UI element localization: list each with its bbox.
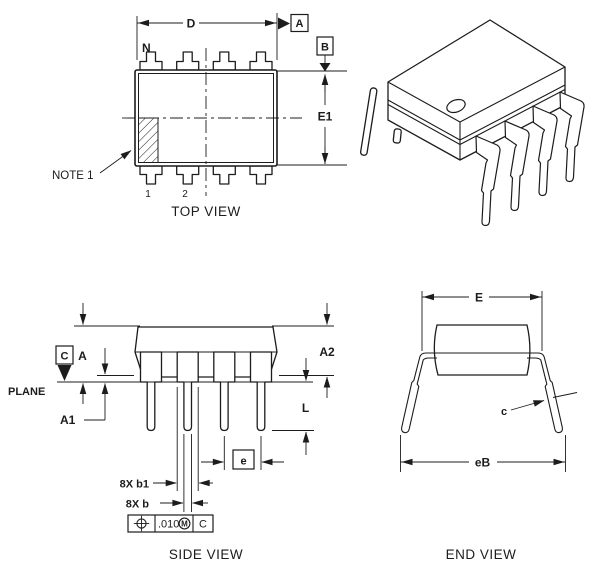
pin1-index-hatch-region [138, 117, 159, 163]
iso-left-lead [359, 87, 378, 156]
dim-e1-label: E1 [318, 110, 333, 124]
fcf-datum-letter: C [199, 519, 207, 531]
datum-a-letter: A [296, 18, 304, 30]
dim-d: D [136, 13, 278, 60]
feature-control-frame: .010 M C [127, 514, 214, 533]
dim-d-label: D [187, 17, 196, 31]
side-view: C PLANE A A1 A2 [8, 303, 335, 562]
note-1-callout: NOTE 1 [52, 150, 132, 182]
dim-e-pitch: e [201, 436, 284, 470]
side-view-title: SIDE VIEW [169, 547, 243, 562]
iso-left-lead-stub [392, 128, 402, 144]
dim-a2-label: A2 [319, 345, 335, 359]
pin1-dimple-icon [446, 98, 466, 114]
isometric-view [359, 19, 585, 227]
seating-plane-label: PLANE [8, 386, 45, 398]
dim-e: E [421, 291, 543, 351]
mmc-modifier-icon: M [178, 517, 191, 530]
pin-count-label: N [142, 41, 151, 55]
dim-a1-label: A1 [60, 413, 76, 427]
end-view-title: END VIEW [446, 547, 517, 562]
dim-a2: A2 [272, 303, 335, 398]
dim-eb-label: eB [475, 456, 491, 470]
top-view: D A B E1 N NOTE 1 [52, 13, 347, 219]
iso-body-edges [387, 66, 566, 160]
end-view: E c eB END VIEW [400, 291, 578, 562]
dim-a1: A1 [60, 348, 134, 427]
fcf-modifier-letter: M [181, 520, 188, 529]
dim-a-label: A [78, 349, 87, 363]
datum-flag-a: A [278, 13, 309, 33]
datum-flag-b: B [277, 36, 347, 72]
pin-number-1: 1 [145, 189, 151, 200]
pin-number-2: 2 [182, 189, 188, 200]
dim-e-label: E [475, 291, 483, 305]
dim-e1: E1 [277, 74, 347, 166]
datum-c-letter: C [61, 351, 69, 363]
dim-l: L [272, 401, 314, 455]
fcf-tolerance-value: .010 [158, 519, 179, 531]
datum-b-letter: B [321, 42, 329, 54]
dim-b-label: 8X b [126, 499, 150, 511]
note-1-label: NOTE 1 [52, 170, 94, 182]
dim-b1-label: 8X b1 [120, 479, 149, 491]
position-tolerance-icon [133, 515, 150, 532]
dim-c-label: c [501, 406, 507, 418]
datum-flag-c: C [55, 345, 74, 381]
dim-e-pitch-label: e [240, 456, 246, 468]
end-view-leads [401, 352, 563, 434]
top-view-title: TOP VIEW [171, 204, 241, 219]
top-view-leads [139, 51, 273, 185]
end-view-body [433, 324, 531, 376]
dim-c: c [501, 392, 578, 418]
dim-a: A [74, 303, 140, 404]
dim-b1-b: 8X b1 8X b [120, 387, 213, 512]
dim-eb: eB [400, 435, 566, 472]
dim-l-label: L [302, 401, 309, 415]
side-view-leads [139, 351, 273, 432]
